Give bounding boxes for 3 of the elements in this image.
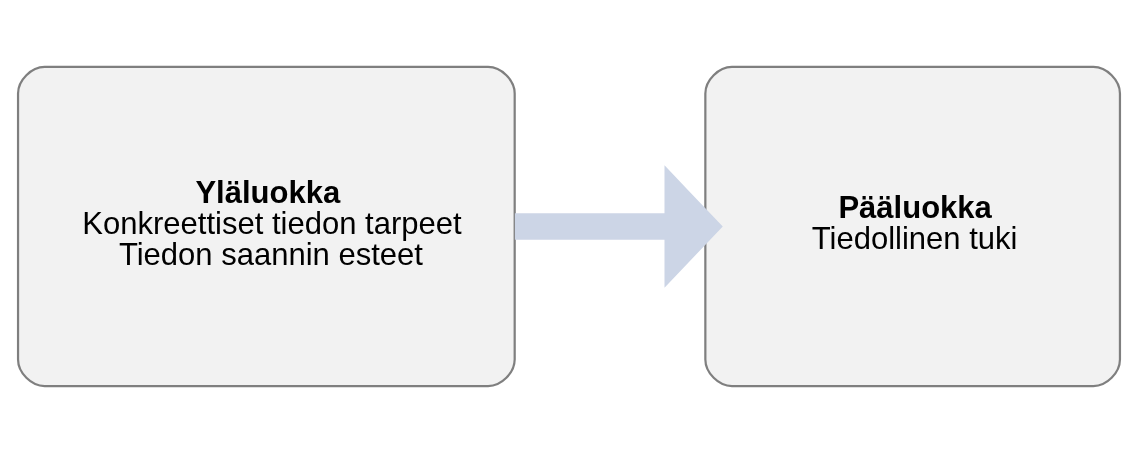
node-box: Yläluokka Konkreettiset tiedon tarpeet Tiedon saannin esteet: [16, 65, 516, 388]
node-box: Pääluokka Tiedollinen tuki: [704, 65, 1122, 388]
arrow: [514, 165, 723, 288]
